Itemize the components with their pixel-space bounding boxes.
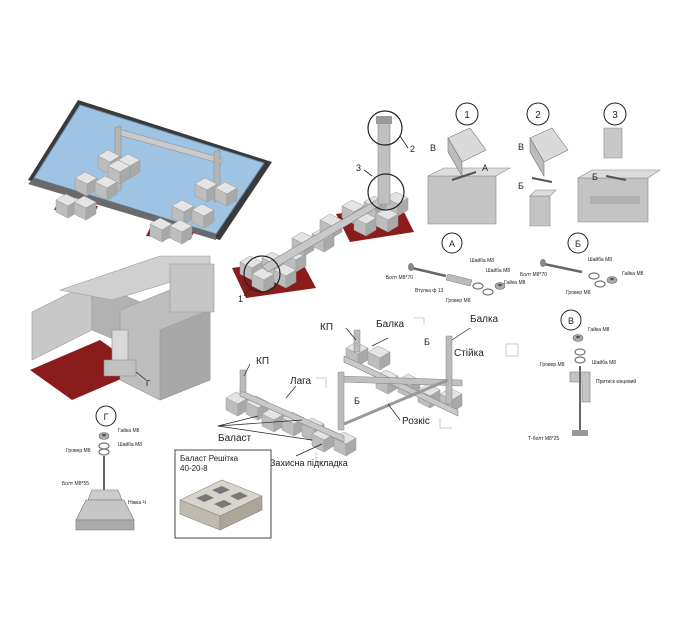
detail-b-bolt: Болт М8*70 <box>520 272 547 278</box>
detail-3: 3 Б <box>576 102 661 223</box>
detail-b-washer: Шайба М8 <box>588 256 612 263</box>
detail-2: 2 В Б <box>518 102 569 227</box>
marker-circle-2 <box>367 110 403 146</box>
ballast-box-code: 40-20-8 <box>180 464 208 473</box>
frame-label-beam-left: Балка <box>376 319 405 330</box>
detail-g-nut: Гайка М8 <box>118 427 140 434</box>
frame-label-ballast: Баласт <box>218 433 252 444</box>
callout-1: 1 <box>464 110 470 121</box>
detail-a-nut: Гайка М8 <box>504 279 526 286</box>
detail-a-washer-top: Шайба М8 <box>470 257 494 264</box>
frame-label-b-top: Б <box>424 337 430 347</box>
detail-a-grover: Гровер М8 <box>446 298 471 304</box>
central-assembly: 2 3 1 <box>232 110 415 304</box>
frame-label-post: Стійка <box>454 348 484 359</box>
detail-b-grover: Гровер М8 <box>566 290 591 296</box>
zoomed-block-detail: Г <box>30 255 215 401</box>
ballast-grid-box: Баласт Решітка 40-20-8 <box>174 449 272 539</box>
frame-label-b-bottom: Б <box>354 396 360 406</box>
assembly-marker-3: 3 <box>356 163 361 173</box>
detail-2-label-v: В <box>518 142 524 152</box>
detail-3-label-b: Б <box>592 172 598 182</box>
zoom-marker-g: Г <box>146 379 151 388</box>
detail-g-grover: Гровер М8 <box>66 448 91 454</box>
frame-label-kp-top: КП <box>320 322 333 333</box>
detail-g-foot: Ніжка Ч <box>128 500 146 506</box>
solar-panel-assembly <box>28 100 272 245</box>
detail-g-washer: Шайба М8 <box>118 441 142 448</box>
callout-v: В <box>568 316 574 326</box>
detail-v-grover: Гровер М8 <box>540 362 565 368</box>
detail-b: Б Болт М8*70 Шайба М8 Гровер М8 Гайка М8 <box>520 232 644 296</box>
callout-g: Г <box>104 412 109 422</box>
frame-label-beam-right: Балка <box>470 314 499 325</box>
detail-1-label-v: В <box>430 143 436 153</box>
detail-v-clamp: Притиск кінцевий <box>596 378 636 385</box>
frame-label-pad: Захисна підкладка <box>270 458 348 468</box>
callout-a: А <box>449 239 455 249</box>
detail-1-label-a: А <box>482 163 488 173</box>
detail-a-sleeve: Втулка ф 13 <box>415 288 444 294</box>
detail-v-tbolt: Т-болт М8*25 <box>528 436 560 442</box>
callout-b: Б <box>575 239 581 249</box>
ballast-box-title: Баласт Решітка <box>180 454 239 463</box>
detail-a-bolt: Болт М8*70 <box>386 275 413 281</box>
frame-label-kp-left: КП <box>256 356 269 367</box>
detail-a-washer-right: Шайба М8 <box>486 267 510 274</box>
detail-v-washer: Шайба М8 <box>592 359 616 366</box>
frame-exploded-view: КП Балка Балка Стійка Б КП Лага Б Розкіс… <box>217 314 519 468</box>
frame-label-brace: Розкіс <box>402 416 430 427</box>
marker-circle-3 <box>367 173 405 211</box>
detail-2-label-b: Б <box>518 181 524 191</box>
callout-3: 3 <box>612 110 618 121</box>
assembly-marker-1: 1 <box>238 294 243 304</box>
detail-g-bolt: Болт М8*55 <box>62 481 89 487</box>
assembly-marker-2: 2 <box>410 144 415 154</box>
detail-g: Г Гайка М8 Шайба М8 Гровер М8 Болт М8*55… <box>62 405 146 531</box>
callout-2: 2 <box>535 110 541 121</box>
marker-circle-1 <box>243 255 281 293</box>
detail-b-nut: Гайка М8 <box>622 270 644 277</box>
detail-v-nut: Гайка М8 <box>588 326 610 333</box>
detail-a: А Болт М8*70 Втулка ф 13 Шайба М8 Шайба … <box>386 232 526 304</box>
detail-v: В Гайка М8 Шайба М8 Гровер М8 Притиск кі… <box>528 309 636 442</box>
frame-label-laga: Лага <box>290 376 312 387</box>
detail-1: 1 В А <box>427 102 512 225</box>
